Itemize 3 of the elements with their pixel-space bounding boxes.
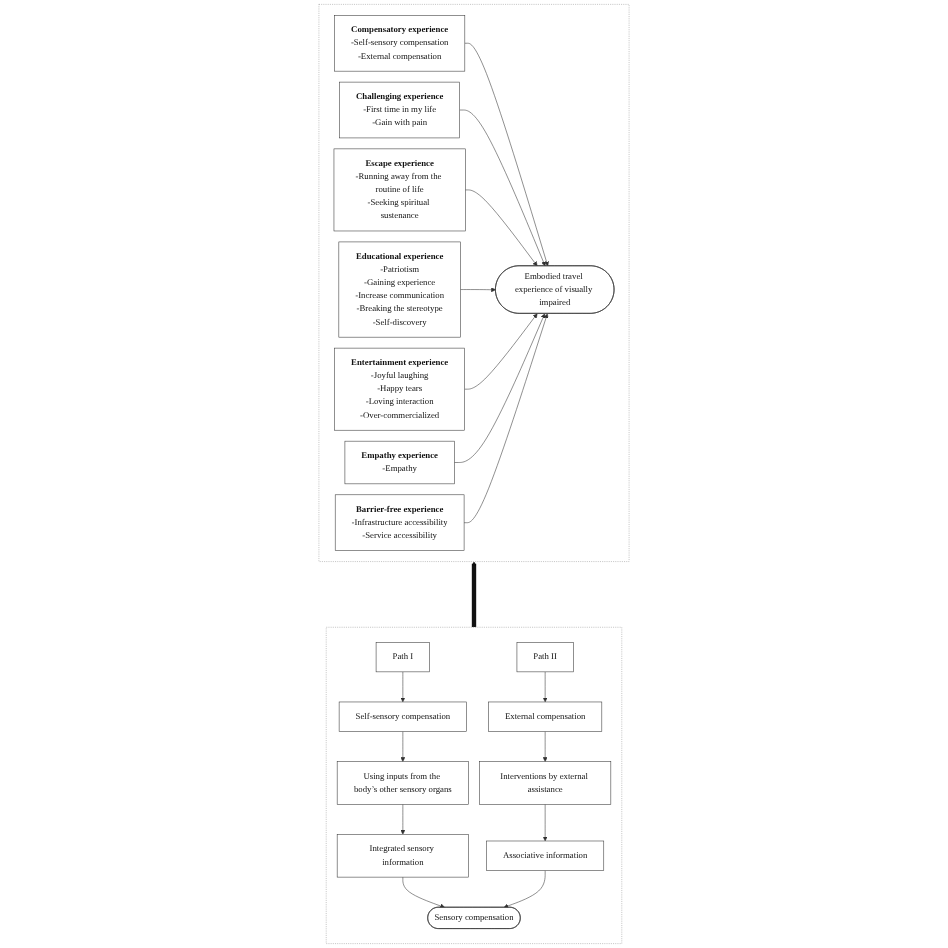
arrow bbox=[471, 561, 477, 629]
cluster bbox=[325, 627, 623, 944]
cluster bbox=[318, 4, 630, 562]
